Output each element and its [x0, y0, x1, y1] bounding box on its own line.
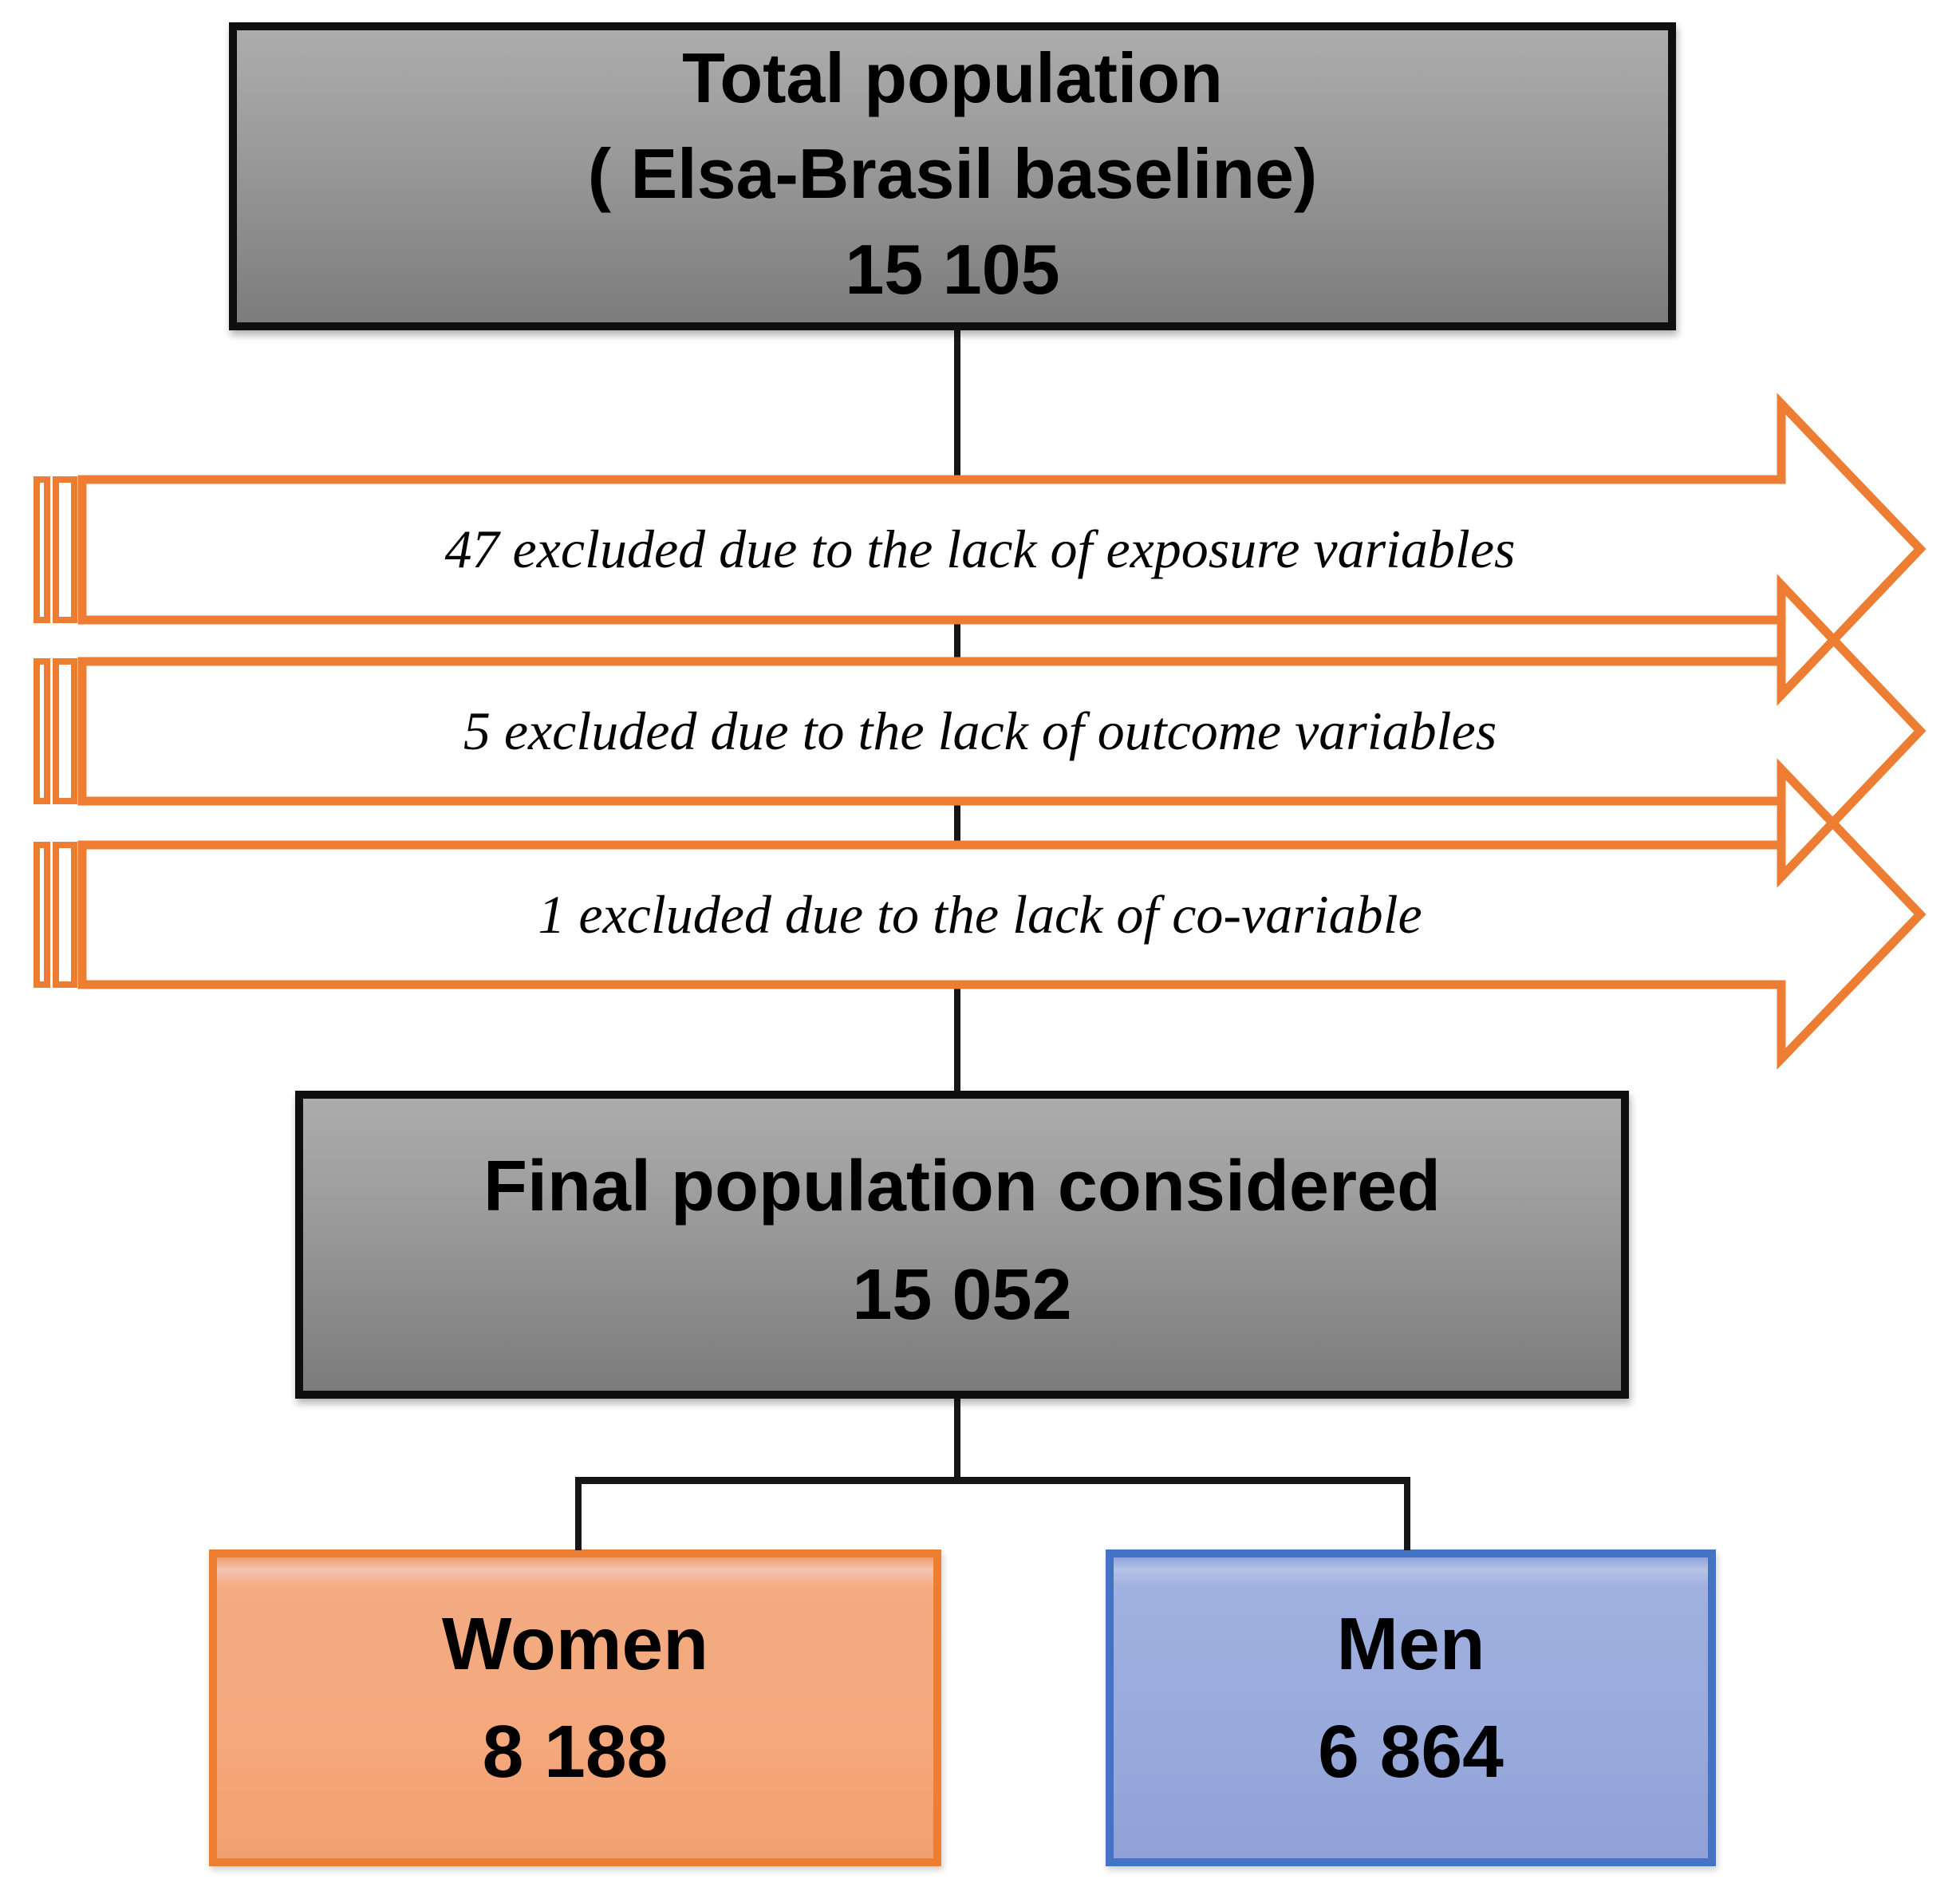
total-population-subtitle: ( Elsa-Brasil baseline) — [587, 134, 1318, 213]
women-label: Women — [441, 1602, 709, 1685]
men-box: Men 6 864 — [1106, 1549, 1716, 1866]
total-population-count: 15 105 — [845, 230, 1060, 309]
exclusion-note-outcome: 5 excluded due to the lack of outcome va… — [463, 701, 1497, 761]
exclusion-note-exposure: 47 excluded due to the lack of exposure … — [444, 519, 1516, 579]
final-population-box: Final population considered 15 052 — [295, 1091, 1629, 1399]
final-population-title: Final population considered — [483, 1147, 1441, 1226]
women-count: 8 188 — [482, 1710, 668, 1793]
women-box: Women 8 188 — [209, 1549, 941, 1866]
total-population-box: Total population ( Elsa-Brasil baseline)… — [229, 22, 1676, 330]
branch-drop-men — [1404, 1477, 1410, 1550]
final-population-count: 15 052 — [852, 1255, 1072, 1335]
branch-drop-women — [575, 1477, 582, 1550]
exclusion-arrow-3 — [34, 758, 1926, 1070]
men-count: 6 864 — [1318, 1710, 1504, 1793]
branch-horizontal-line — [575, 1477, 1410, 1484]
exclusion-arrow-1 — [34, 393, 1926, 706]
exclusion-note-covariable: 1 excluded due to the lack of co-variabl… — [538, 884, 1422, 945]
connector-final-to-branch — [954, 1398, 960, 1481]
men-label: Men — [1336, 1602, 1485, 1685]
total-population-title: Total population — [682, 38, 1223, 117]
exclusion-arrow-2 — [34, 574, 1926, 888]
